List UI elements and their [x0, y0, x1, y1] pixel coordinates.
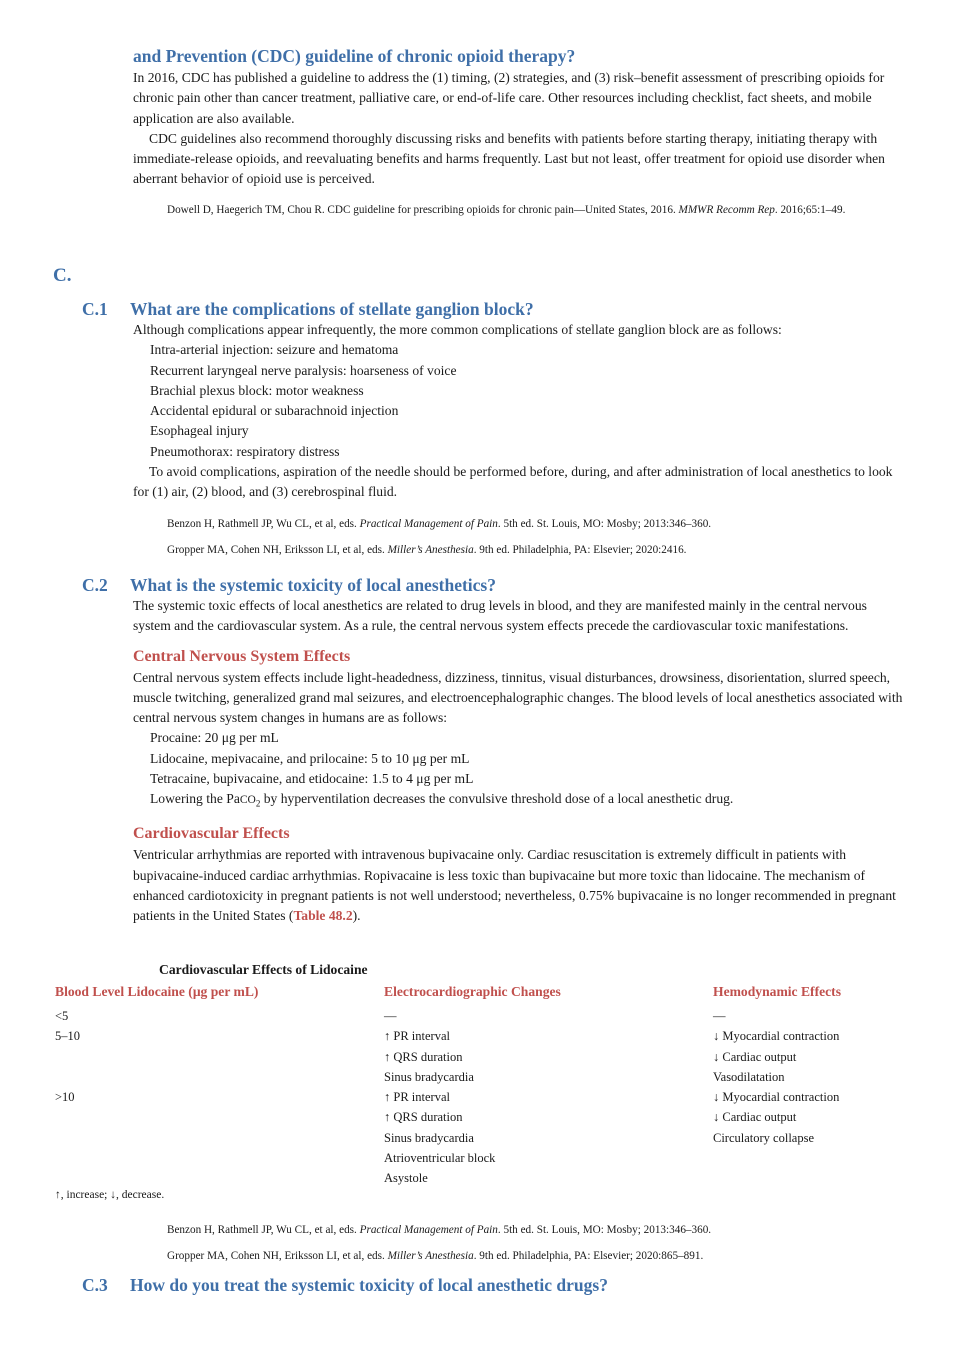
- paragraph: Ventricular arrhythmias are reported wit…: [133, 847, 896, 924]
- question-title: How do you treat the systemic toxicity o…: [130, 1275, 608, 1295]
- question-heading: C.3 How do you treat the systemic toxici…: [82, 1274, 912, 1296]
- list-item: Tetracaine, bupivacaine, and etidocaine:…: [150, 771, 474, 787]
- question-number: C.3: [82, 1275, 108, 1295]
- subheading: Central Nervous System Effects: [133, 647, 351, 665]
- paragraph: CDC guidelines also recommend thoroughly…: [133, 130, 885, 187]
- list-item: Procaine: 20 μg per mL: [150, 730, 279, 746]
- table-row: Atrioventricular block: [384, 1151, 496, 1166]
- table-header-row: Blood Level Lidocaine (μg per mL) Electr…: [55, 984, 915, 1006]
- subheading: Cardiovascular Effects: [133, 825, 290, 843]
- section-letter: C.: [53, 265, 72, 286]
- paragraph: To avoid complications, aspiration of th…: [133, 464, 893, 500]
- reference: Gropper MA, Cohen NH, Eriksson LI, et al…: [167, 1250, 704, 1262]
- table-row: >10↑ PR interval↓ Myocardial contraction: [55, 1090, 840, 1105]
- question-title: What is the systemic toxicity of local a…: [130, 575, 496, 595]
- list-item: Recurrent laryngeal nerve paralysis: hoa…: [150, 362, 457, 378]
- cdc-question-block: and Prevention (CDC) guideline of chroni…: [133, 45, 903, 218]
- table-row: <5——: [55, 1009, 726, 1023]
- question-title: What are the complications of stellate g…: [130, 299, 534, 319]
- question-number: C.2: [82, 575, 108, 595]
- c2-references: Benzon H, Rathmell JP, Wu CL, et al, eds…: [167, 1222, 907, 1264]
- list-item: Esophageal injury: [150, 423, 249, 439]
- column-header: Electrocardiographic Changes: [384, 984, 561, 999]
- list-item: Brachial plexus block: motor weakness: [150, 382, 364, 398]
- c2-block: C.2 What is the systemic toxicity of loc…: [82, 574, 912, 927]
- paragraph: The systemic toxic effects of local anes…: [133, 598, 867, 634]
- table-footnote: ↑, increase; ↓, decrease.: [55, 1189, 165, 1201]
- question-heading: C.1 What are the complications of stella…: [82, 298, 912, 320]
- table-row: ↑ QRS duration↓ Cardiac output: [384, 1110, 797, 1125]
- table-row: ↑ QRS duration↓ Cardiac output: [384, 1049, 797, 1064]
- reference: Dowell D, Haegerich TM, Chou R. CDC guid…: [167, 203, 846, 216]
- c1-block: C.1 What are the complications of stella…: [82, 298, 912, 558]
- question-number: C.1: [82, 299, 108, 319]
- list-item: Lowering the PaCO2 by hyperventilation d…: [150, 791, 734, 810]
- question-heading: C.2 What is the systemic toxicity of loc…: [82, 574, 912, 596]
- reference: Gropper MA, Cohen NH, Eriksson LI, et al…: [167, 543, 687, 556]
- reference: Benzon H, Rathmell JP, Wu CL, et al, eds…: [167, 517, 712, 530]
- reference: Benzon H, Rathmell JP, Wu CL, et al, eds…: [167, 1224, 712, 1236]
- table-caption: Cardiovascular Effects of Lidocaine: [159, 962, 368, 977]
- question-title: and Prevention (CDC) guideline of chroni…: [133, 46, 576, 66]
- list-item: Accidental epidural or subarachnoid inje…: [150, 403, 399, 419]
- table-row: 5–10↑ PR interval↓ Myocardial contractio…: [55, 1029, 840, 1044]
- list-item: Intra-arterial injection: seizure and he…: [150, 342, 399, 358]
- table-reference-link[interactable]: Table 48.2: [293, 908, 353, 924]
- paragraph: In 2016, CDC has published a guideline t…: [133, 70, 885, 126]
- column-header: Hemodynamic Effects: [713, 984, 841, 999]
- list-item: Pneumothorax: respiratory distress: [150, 443, 340, 459]
- list-item: Lidocaine, mepivacaine, and prilocaine: …: [150, 750, 470, 766]
- column-header: Blood Level Lidocaine (μg per mL): [55, 984, 259, 999]
- paragraph: Although complications appear infrequent…: [133, 322, 782, 337]
- lidocaine-table: Blood Level Lidocaine (μg per mL) Electr…: [55, 984, 915, 1189]
- table-row: Asystole: [384, 1171, 428, 1186]
- paragraph: Central nervous system effects include l…: [133, 669, 903, 726]
